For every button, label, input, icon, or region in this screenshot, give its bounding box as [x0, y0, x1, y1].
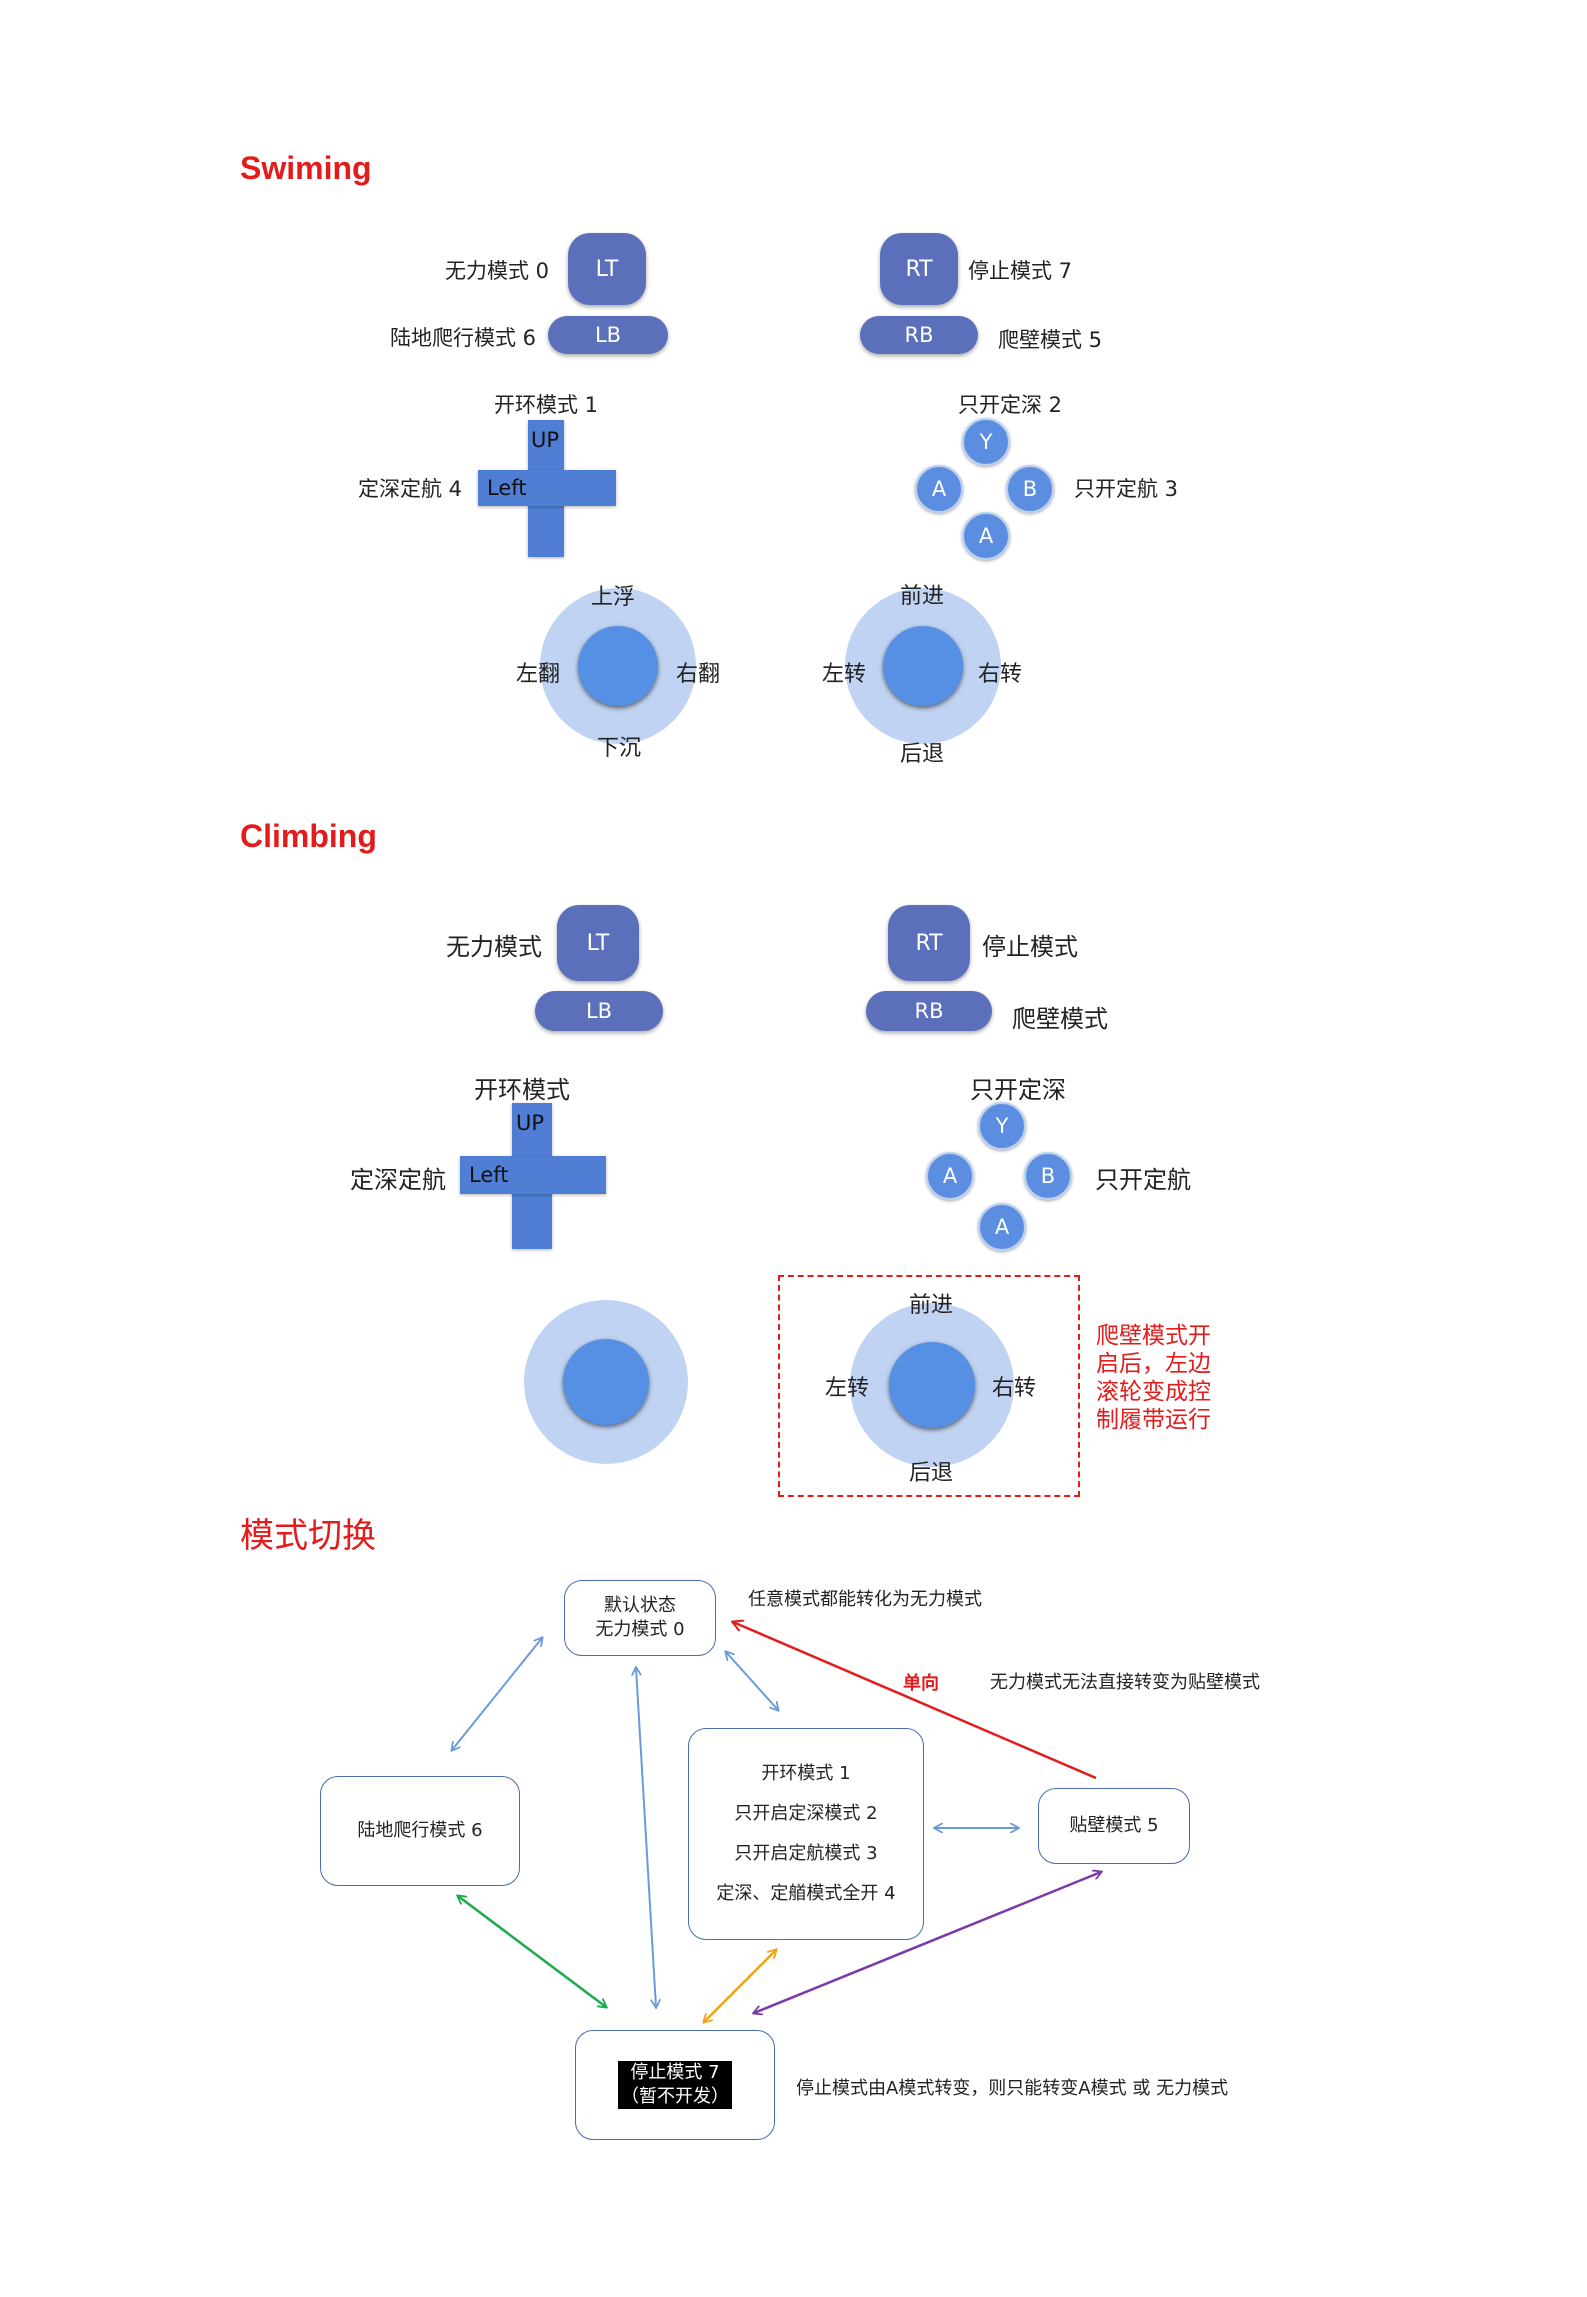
cl-rs-right: 右转 [992, 1376, 1037, 1401]
sw-ls-left: 左翻 [516, 662, 561, 687]
sw-rt-label: 停止模式 7 [968, 259, 1073, 283]
anno-cannot-direct: 无力模式无法直接转变为贴壁模式 [990, 1672, 1260, 1693]
cl-dpad-horizontal[interactable] [460, 1156, 606, 1194]
anno-oneway: 单向 [903, 1673, 939, 1694]
cl-dpad-left-label: 定深定航 [350, 1166, 446, 1194]
sw-rs-down: 后退 [900, 742, 945, 767]
cl-b-button[interactable]: B [1024, 1152, 1072, 1200]
cl-rb-button[interactable]: RB [866, 991, 992, 1031]
cl-rs-left: 左转 [825, 1376, 870, 1401]
stop-mode-node[interactable]: 停止模式 7 （暂不开发） [575, 2030, 775, 2140]
wall-mode-text: 贴壁模式 5 [1069, 1815, 1159, 1836]
sw-rs-right: 右转 [978, 662, 1023, 687]
cl-rs-down: 后退 [909, 1461, 954, 1486]
cl-a-bottom-button[interactable]: A [978, 1203, 1026, 1251]
sw-right-stick[interactable] [883, 626, 963, 706]
sw-dpad-up-label: 开环模式 1 [494, 393, 599, 417]
cl-b-label: 只开定航 [1095, 1166, 1191, 1194]
cl-wall-mode-note: 爬壁模式开启后，左边滚轮变成控制履带运行 [1096, 1323, 1211, 1433]
sw-b-button[interactable]: B [1006, 465, 1054, 513]
cl-y-button[interactable]: Y [978, 1102, 1026, 1150]
sw-dpad-up: UP [531, 428, 560, 452]
sw-left-stick[interactable] [578, 626, 658, 706]
land-crawl-text: 陆地爬行模式 6 [357, 1820, 483, 1841]
arrow-center-stop [704, 1950, 776, 2022]
cl-lb-button[interactable]: LB [535, 991, 663, 1031]
sw-a-bottom-button[interactable]: A [962, 512, 1010, 560]
sw-a-left-button[interactable]: A [915, 465, 963, 513]
stop-mode-line2: （暂不开发） [618, 2085, 732, 2109]
anno-stop-rule: 停止模式由A模式转变，则只能转变A模式 或 无力模式 [796, 2078, 1229, 2099]
sw-rs-left: 左转 [822, 662, 867, 687]
cl-a-left-button[interactable]: A [926, 1152, 974, 1200]
arrow-default-stop [636, 1668, 656, 2007]
cl-rt-button[interactable]: RT [888, 905, 970, 981]
land-crawl-node[interactable]: 陆地爬行模式 6 [320, 1776, 520, 1886]
sw-y-button[interactable]: Y [962, 418, 1010, 466]
sw-lt-button[interactable]: LT [568, 233, 646, 305]
control-mode-4: 定深、定艏模式全开 4 [716, 1883, 896, 1904]
stop-mode-line1: 停止模式 7 [618, 2061, 732, 2085]
sw-lt-label: 无力模式 0 [445, 259, 550, 283]
arrow-default-land [452, 1638, 542, 1750]
cl-dpad-up-label: 开环模式 [474, 1076, 570, 1104]
anno-any-to-default: 任意模式都能转化为无力模式 [748, 1589, 982, 1610]
sw-dpad-horizontal[interactable] [478, 470, 616, 506]
cl-y-label: 只开定深 [970, 1076, 1066, 1104]
mode-switch-title: 模式切换 [240, 1516, 376, 1556]
default-state-line2: 无力模式 0 [595, 1619, 685, 1640]
swiming-title: Swiming [240, 150, 372, 186]
sw-dpad-left-label: 定深定航 4 [358, 477, 463, 501]
wall-mode-node[interactable]: 贴壁模式 5 [1038, 1788, 1190, 1864]
cl-rt-label: 停止模式 [982, 933, 1078, 961]
arrow-wall-default [733, 1622, 1097, 1780]
control-modes-node[interactable]: 开环模式 1 只开启定深模式 2 只开启定航模式 3 定深、定艏模式全开 4 [688, 1728, 924, 1940]
sw-rs-up: 前进 [900, 584, 945, 609]
sw-lb-label: 陆地爬行模式 6 [390, 326, 537, 350]
sw-ls-down: 下沉 [597, 736, 642, 761]
cl-lt-label: 无力模式 [446, 933, 542, 961]
sw-rb-label: 爬壁模式 5 [998, 328, 1103, 352]
arrow-land-stop [458, 1896, 606, 2007]
cl-right-stick[interactable] [889, 1342, 975, 1428]
control-mode-3: 只开启定航模式 3 [734, 1843, 878, 1864]
sw-dpad-left: Left [487, 476, 527, 500]
arrow-wall-stop [754, 1872, 1101, 2013]
climbing-title: Climbing [240, 818, 377, 854]
sw-b-label: 只开定航 3 [1074, 477, 1179, 501]
default-state-line1: 默认状态 [604, 1595, 676, 1616]
default-state-node[interactable]: 默认状态 无力模式 0 [564, 1580, 716, 1656]
control-mode-1: 开环模式 1 [761, 1763, 851, 1784]
cl-left-stick[interactable] [563, 1339, 649, 1425]
control-mode-2: 只开启定深模式 2 [734, 1803, 878, 1824]
cl-right-stick-highlight-box [778, 1275, 1080, 1497]
sw-ls-right: 右翻 [676, 662, 721, 687]
sw-lb-button[interactable]: LB [548, 316, 668, 354]
cl-dpad-left: Left [469, 1163, 509, 1187]
cl-lt-button[interactable]: LT [557, 905, 639, 981]
cl-rs-up: 前进 [909, 1293, 954, 1318]
sw-ls-up: 上浮 [591, 585, 636, 610]
arrow-default-center [726, 1652, 778, 1710]
sw-y-label: 只开定深 2 [958, 393, 1063, 417]
cl-dpad-up: UP [516, 1111, 545, 1135]
sw-rt-button[interactable]: RT [880, 233, 958, 305]
cl-rb-label: 爬壁模式 [1012, 1005, 1108, 1033]
sw-rb-button[interactable]: RB [860, 316, 978, 354]
